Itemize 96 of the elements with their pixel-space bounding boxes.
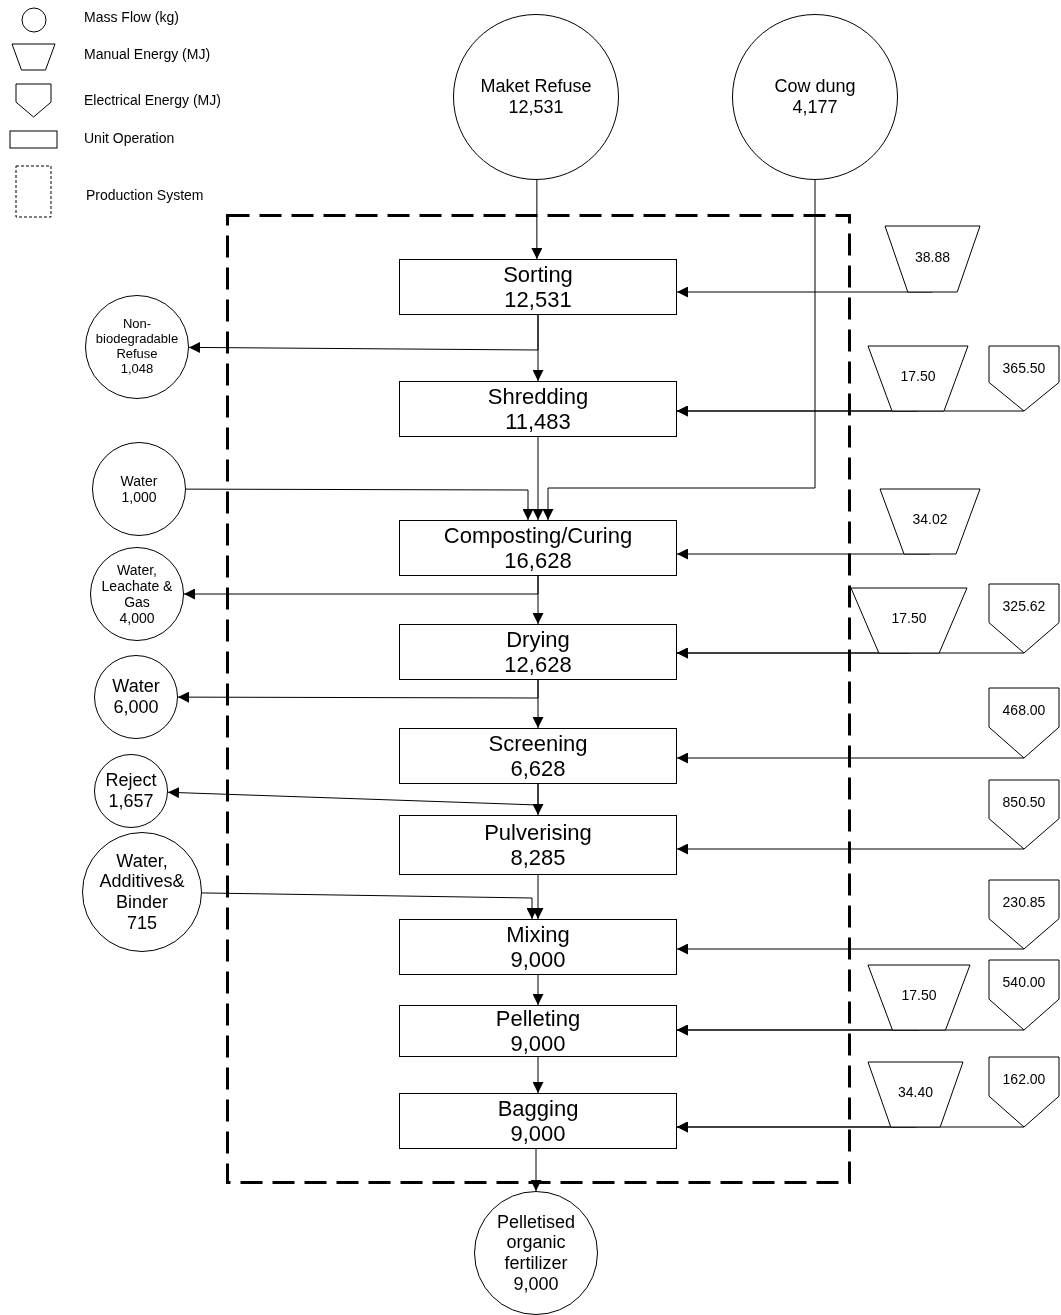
mass-value: 12,531 bbox=[508, 97, 564, 118]
operation-name: Screening bbox=[488, 730, 588, 756]
arrow bbox=[532, 874, 544, 920]
electrical-energy-pentagon bbox=[989, 346, 1059, 411]
unit-operation-box bbox=[399, 815, 677, 875]
mass-value: 16,628 bbox=[504, 548, 572, 574]
electrical-energy-pentagon bbox=[989, 880, 1059, 949]
manual-energy-trapezoid bbox=[868, 346, 968, 411]
mass-value: 8,285 bbox=[510, 845, 566, 871]
operation-name: Composting/Curing bbox=[443, 522, 633, 548]
energy-value: 38.88 bbox=[914, 248, 950, 266]
unit-operation-box bbox=[399, 520, 677, 576]
mass-value: 6,628 bbox=[510, 756, 566, 782]
operation-name: Mixing bbox=[506, 921, 570, 947]
manual-energy-trapezoid bbox=[868, 965, 970, 1030]
unit-operation-box bbox=[399, 728, 677, 784]
unit-operation-box bbox=[399, 624, 677, 680]
manual-energy-trapezoid bbox=[880, 489, 980, 554]
arrow bbox=[185, 488, 534, 521]
flow-name: Water, Leachate & Gas bbox=[100, 561, 174, 611]
arrow bbox=[532, 1056, 544, 1094]
mass-value: 12,628 bbox=[504, 652, 572, 678]
electrical-energy-pentagon bbox=[989, 1057, 1059, 1127]
legend-text: Unit Operation bbox=[84, 130, 175, 146]
energy-value: 34.40 bbox=[897, 1084, 933, 1101]
arrow bbox=[676, 1024, 1025, 1036]
legend-text: Mass Flow (kg) bbox=[84, 9, 179, 25]
arrow bbox=[676, 752, 1025, 764]
legend-text: Production System bbox=[86, 187, 204, 203]
arrow bbox=[676, 843, 1025, 855]
unit-operation-box bbox=[399, 1005, 677, 1057]
energy-value: 17.50 bbox=[900, 368, 936, 385]
electrical-energy-pentagon bbox=[989, 780, 1059, 849]
arrow bbox=[542, 179, 816, 521]
arrow bbox=[676, 647, 1025, 659]
arrow bbox=[532, 974, 544, 1006]
mass-value: 12,531 bbox=[504, 287, 572, 313]
unit-operation-box bbox=[399, 259, 677, 315]
energy-value: 17.50 bbox=[901, 987, 937, 1004]
legend-text: Electrical Energy (MJ) bbox=[84, 92, 221, 108]
energy-value: 34.02 bbox=[912, 511, 948, 528]
mass-value: 9,000 bbox=[510, 947, 566, 973]
mass-value: 4,000 bbox=[119, 610, 155, 627]
mass-value: 6,000 bbox=[113, 697, 159, 718]
manual-energy-trapezoid bbox=[868, 1062, 963, 1127]
production-system-boundary bbox=[226, 214, 851, 1184]
mass-value: 9,000 bbox=[510, 1121, 566, 1147]
arrow bbox=[532, 436, 544, 521]
arrow bbox=[183, 575, 539, 600]
electrical-energy-pentagon bbox=[989, 960, 1059, 1030]
energy-value: 17.50 bbox=[891, 610, 927, 627]
arrow bbox=[531, 179, 543, 260]
arrow bbox=[167, 783, 539, 806]
mass-value: 4,177 bbox=[792, 97, 838, 118]
unit-operation-box bbox=[399, 381, 677, 437]
operation-name: Drying bbox=[506, 626, 570, 652]
operation-name: Bagging bbox=[497, 1095, 579, 1121]
mass-value: 9,000 bbox=[513, 1273, 559, 1295]
flow-name: Cow dung bbox=[774, 76, 856, 97]
mass-value: 715 bbox=[126, 912, 157, 934]
flow-name: Water bbox=[112, 676, 160, 697]
arrow bbox=[177, 679, 539, 703]
mass-value: 1,000 bbox=[121, 489, 157, 506]
energy-value: 468.00 bbox=[1002, 702, 1046, 719]
flow-name: Water, Additives& Binder bbox=[98, 850, 186, 913]
mass-value: 9,000 bbox=[510, 1031, 566, 1057]
energy-value: 850.50 bbox=[1002, 794, 1046, 811]
mass-value: 1,048 bbox=[120, 361, 154, 377]
arrow bbox=[201, 892, 538, 920]
manual-energy-trapezoid bbox=[885, 226, 980, 292]
mass-value: 11,483 bbox=[505, 409, 571, 435]
operation-name: Sorting bbox=[503, 261, 573, 287]
unit-operation-box bbox=[399, 1093, 677, 1149]
unit-operation-box bbox=[399, 919, 677, 975]
legend-text: Manual Energy (MJ) bbox=[84, 46, 211, 62]
manual-energy-trapezoid bbox=[851, 588, 967, 653]
electrical-energy-pentagon bbox=[989, 688, 1059, 758]
arrow bbox=[676, 405, 1025, 417]
flow-name: Maket Refuse bbox=[480, 76, 592, 97]
electrical-energy-pentagon bbox=[989, 584, 1059, 653]
arrow bbox=[676, 1121, 1025, 1133]
energy-value: 540.00 bbox=[1002, 974, 1046, 991]
mass-value: 1,657 bbox=[108, 791, 154, 812]
energy-value: 365.50 bbox=[1002, 360, 1046, 377]
flow-name: Water bbox=[120, 472, 158, 489]
operation-name: Shredding bbox=[487, 383, 589, 409]
arrow bbox=[530, 1148, 542, 1192]
operation-name: Pelleting bbox=[495, 1005, 581, 1031]
flow-name: Reject bbox=[105, 770, 157, 791]
energy-value: 162.00 bbox=[1002, 1071, 1046, 1088]
energy-value: 325.62 bbox=[1002, 598, 1046, 615]
flow-name: Pelletised organic fertilizer bbox=[495, 1211, 576, 1274]
energy-value: 230.85 bbox=[1002, 894, 1046, 911]
flow-name: Non-biodegradable Refuse bbox=[94, 317, 180, 362]
arrow bbox=[188, 314, 539, 353]
operation-name: Pulverising bbox=[484, 819, 592, 845]
